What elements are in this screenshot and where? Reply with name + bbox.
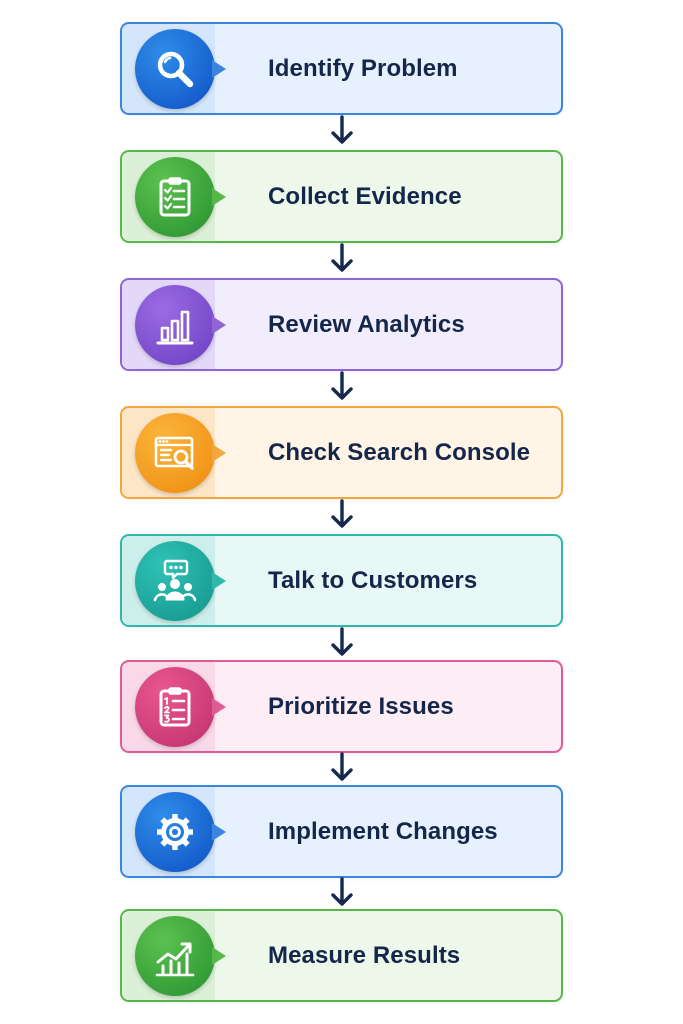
step-icon-badge <box>135 540 226 621</box>
step-icon-badge <box>135 412 226 493</box>
step-check-search-console: Check Search Console <box>120 406 563 499</box>
clipboard-checklist-icon <box>159 176 191 216</box>
step-icon-badge <box>135 666 226 747</box>
down-arrow <box>331 115 353 144</box>
step-review-analytics: Review Analytics <box>120 278 563 371</box>
numbered-list-icon <box>159 686 191 726</box>
step-talk-to-customers: Talk to Customers <box>120 534 563 627</box>
step-measure-results: Measure Results <box>120 909 563 1002</box>
step-label: Prioritize Issues <box>268 692 454 720</box>
step-label: Identify Problem <box>268 54 458 82</box>
magnifier-icon <box>157 51 194 87</box>
down-arrow <box>331 627 353 656</box>
step-icon-badge <box>135 156 226 237</box>
down-arrow <box>331 752 353 781</box>
step-icon-badge <box>135 791 226 872</box>
step-icon-badge <box>135 915 226 996</box>
step-icon-badge <box>135 284 226 365</box>
step-implement-changes: Implement Changes <box>120 785 563 878</box>
gear-icon <box>157 813 193 850</box>
step-label: Measure Results <box>268 941 461 969</box>
step-icon-badge <box>135 28 226 109</box>
step-label: Implement Changes <box>268 817 498 845</box>
step-label: Review Analytics <box>268 310 465 338</box>
step-prioritize-issues: Prioritize Issues <box>120 660 563 753</box>
growth-chart-icon <box>155 942 195 976</box>
down-arrow <box>331 371 353 400</box>
down-arrow <box>331 499 353 528</box>
down-arrow <box>331 877 353 906</box>
step-collect-evidence: Collect Evidence <box>120 150 563 243</box>
down-arrow <box>331 243 353 272</box>
step-label: Talk to Customers <box>268 566 478 594</box>
bar-chart-icon <box>156 310 194 344</box>
step-label: Check Search Console <box>268 438 531 466</box>
step-label: Collect Evidence <box>268 182 462 210</box>
search-console-icon <box>154 436 194 470</box>
customers-chat-icon <box>153 559 197 601</box>
step-identify-problem: Identify Problem <box>120 22 563 115</box>
